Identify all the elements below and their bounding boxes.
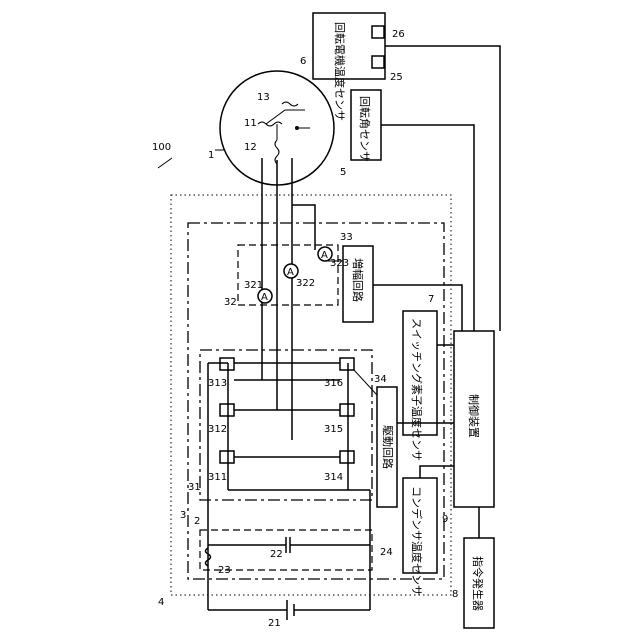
- lead-w-branch: [292, 205, 315, 250]
- ct-symbol-323: A: [321, 250, 328, 261]
- controller-text: 制御装置: [467, 394, 481, 438]
- ct-symbol-321: A: [261, 292, 268, 303]
- label-sw-311: 311: [208, 472, 227, 483]
- sensor-26-box: [372, 26, 384, 38]
- upper-switches: [220, 358, 234, 463]
- label-sw-315: 315: [324, 424, 343, 435]
- motor-temp-sensor-text: 回転電機温度センサ: [333, 22, 347, 121]
- label-cap-temp: 24: [380, 547, 393, 558]
- amp-circuit-text: 増幅回路: [351, 258, 364, 302]
- label-sw-314: 314: [324, 472, 343, 483]
- label-ct-321: 321: [244, 280, 263, 291]
- switch-temp-sensor-text: スイッチング素子温度センサ: [410, 318, 424, 461]
- label-system: 3: [180, 510, 186, 521]
- label-coil-v: 12: [244, 142, 257, 153]
- motor-temp-sensor-box: [313, 13, 385, 79]
- label-rotation-sensor: 5: [340, 167, 346, 178]
- wire-motor-temp: [385, 46, 500, 331]
- motor-coils: [258, 102, 310, 164]
- label-motor: 1: [208, 150, 214, 161]
- ct-symbol-322: A: [287, 267, 294, 278]
- label-amp: 33: [340, 232, 353, 243]
- drive-circuit-text: 駆動回路: [381, 425, 395, 469]
- label-coil-u: 11: [244, 118, 257, 129]
- label-motor-temp-unit: 6: [300, 56, 306, 67]
- wire-cap-temp: [420, 466, 437, 478]
- label-command: 8: [452, 589, 458, 600]
- rotation-angle-sensor-text: 回転角センサ: [358, 96, 371, 162]
- label-ct-323: 323: [330, 258, 349, 269]
- label-ct-322: 322: [296, 278, 315, 289]
- cap-temp-sensor-text: コンデンサ温度センサ: [410, 486, 424, 596]
- command-generator-text: 指令発生器: [471, 556, 485, 611]
- label-capacitor: 22: [270, 549, 283, 560]
- label-sw-316: 316: [324, 378, 343, 389]
- label-power-unit: 4: [158, 597, 164, 608]
- label-coil-w: 13: [257, 92, 270, 103]
- label-drive: 34: [374, 374, 387, 385]
- sensor-25-box: [372, 56, 384, 68]
- label-controller: 9: [442, 514, 448, 525]
- label-reactor: 23: [218, 565, 231, 576]
- label-sw-312: 312: [208, 424, 227, 435]
- label-switch-block: 31: [188, 482, 201, 493]
- label-battery: 21: [268, 618, 281, 629]
- label-sensor-26: 26: [392, 29, 405, 40]
- label-figure-ref: 100: [152, 142, 171, 153]
- label-inverter: 2: [194, 516, 200, 527]
- label-current-block: 32: [224, 297, 237, 308]
- lower-switches: [340, 358, 354, 463]
- label-switch-temp: 7: [428, 294, 434, 305]
- label-sensor-25: 25: [390, 72, 403, 83]
- label-sw-313: 313: [208, 378, 227, 389]
